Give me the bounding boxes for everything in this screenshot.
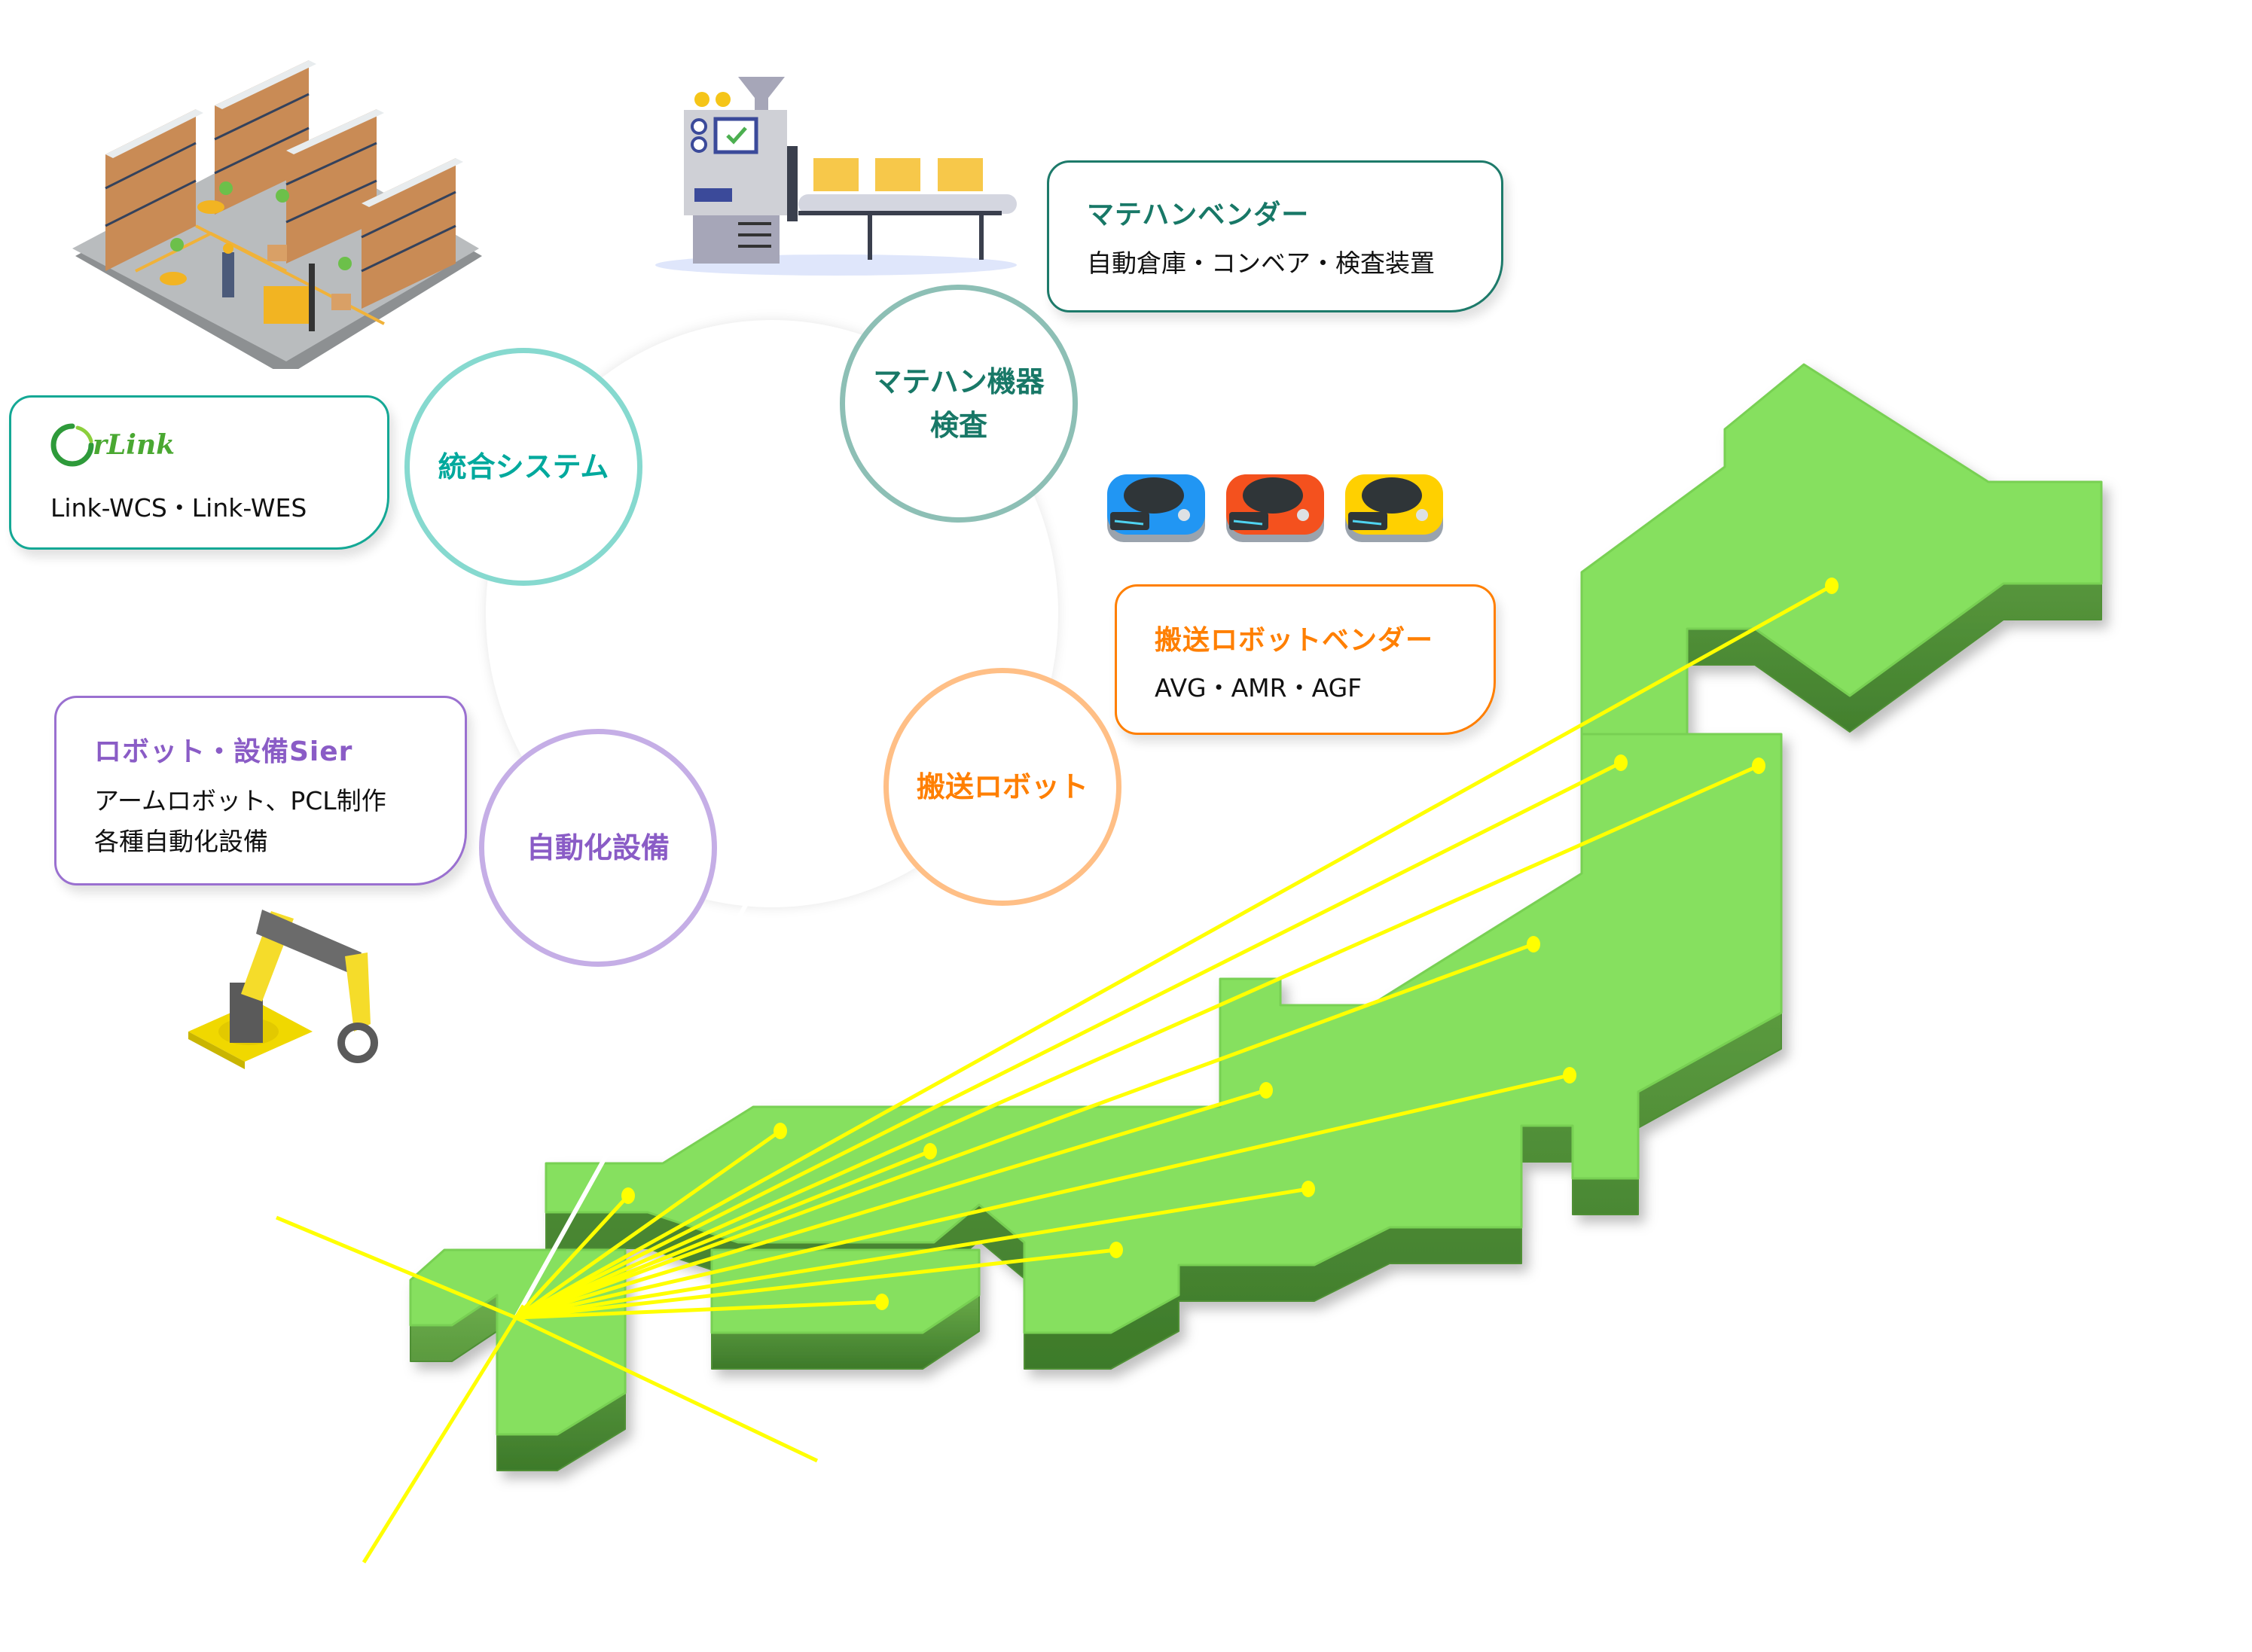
matehan-equipment-label-line1: マテハン機器 [873, 365, 1045, 398]
sier-card: ロボット・設備Sier アームロボット、PCL制作 各種自動化設備 [54, 696, 467, 885]
box-icon [813, 158, 859, 191]
robot-vendor-card: 搬送ロボットベンダー AVG・AMR・AGF [1115, 584, 1496, 735]
robot-vendor-subtitle: AVG・AMR・AGF [1155, 673, 1362, 703]
connection-point [923, 1143, 937, 1160]
connection-line [515, 1300, 883, 1320]
matehan-equipment-label-line2: 検査 [929, 409, 987, 442]
connection-point [1752, 757, 1765, 774]
island-top-hokkaido [1580, 363, 2103, 736]
forklift-icon [264, 286, 309, 324]
worker-icon [222, 252, 234, 297]
orlink-logo: rLink [49, 419, 175, 471]
connection-point [1259, 1082, 1273, 1099]
connection-point [621, 1187, 635, 1204]
connection-point [1825, 578, 1839, 594]
connection-line [514, 1194, 630, 1319]
matehan-equipment-circle: マテハン機器 検査 [840, 285, 1078, 523]
matehan-vendor-card: マテハンベンダー 自動倉庫・コンベア・検査装置 [1047, 160, 1503, 312]
connection-point [1527, 936, 1540, 952]
sier-title: ロボット・設備Sier [94, 736, 353, 767]
connection-line [515, 1187, 1309, 1320]
connection-line [515, 1073, 1570, 1320]
connection-point [875, 1294, 889, 1310]
island-hokkaido [1580, 363, 2103, 771]
connection-point [1614, 754, 1628, 771]
transport-robot-circle: 搬送ロボット [883, 668, 1121, 906]
ray-line [276, 1215, 517, 1320]
ray-line [362, 1316, 518, 1564]
connection-line [515, 1149, 931, 1320]
ray-line [514, 1315, 819, 1463]
conveyor-machine-illustration [655, 77, 1017, 276]
connection-point [1563, 1067, 1576, 1084]
ring-connector-line [514, 904, 748, 1319]
island-shikoku [710, 1248, 981, 1370]
agv-robot-icon-yellow [1345, 474, 1443, 542]
orlink-logo-text: rLink [93, 429, 175, 461]
agv-robot-icon-orange [1226, 474, 1324, 542]
connection-line [514, 1129, 782, 1320]
transport-robot-label: 搬送ロボット [916, 770, 1088, 803]
connection-point [774, 1123, 787, 1139]
agv-robot-icon-blue [1107, 474, 1205, 542]
automation-equipment-circle: 自動化設備 [479, 729, 717, 967]
connection-line [515, 1248, 1117, 1320]
warehouse-illustration [72, 60, 482, 369]
agv-robots-illustration [1107, 474, 1443, 542]
connection-line [514, 764, 1760, 1320]
connection-line [515, 1088, 1267, 1320]
robot-arm-illustration [188, 910, 378, 1069]
connection-point [1109, 1242, 1123, 1258]
connection-line [514, 584, 1833, 1320]
sier-subtitle-line2: 各種自動化設備 [94, 827, 268, 856]
matehan-vendor-title: マテハンベンダー [1087, 200, 1310, 230]
shelf-icon [105, 109, 203, 271]
orlink-subtitle: Link-WCS・Link-WES [50, 493, 307, 523]
automation-equipment-label: 自動化設備 [526, 831, 670, 864]
sier-subtitle-line1: アームロボット、PCL制作 [94, 786, 386, 815]
integrated-system-circle: 統合システム [404, 348, 642, 586]
connection-line [514, 760, 1622, 1320]
orlink-card: rLink Link-WCS・Link-WES [9, 395, 389, 550]
orlink-logo-ring-icon [50, 423, 94, 467]
robot-vendor-title: 搬送ロボットベンダー [1155, 625, 1434, 656]
connection-line [515, 942, 1534, 1320]
connection-point [1301, 1181, 1315, 1197]
integrated-system-label: 統合システム [438, 450, 609, 483]
matehan-vendor-subtitle: 自動倉庫・コンベア・検査装置 [1087, 248, 1435, 278]
